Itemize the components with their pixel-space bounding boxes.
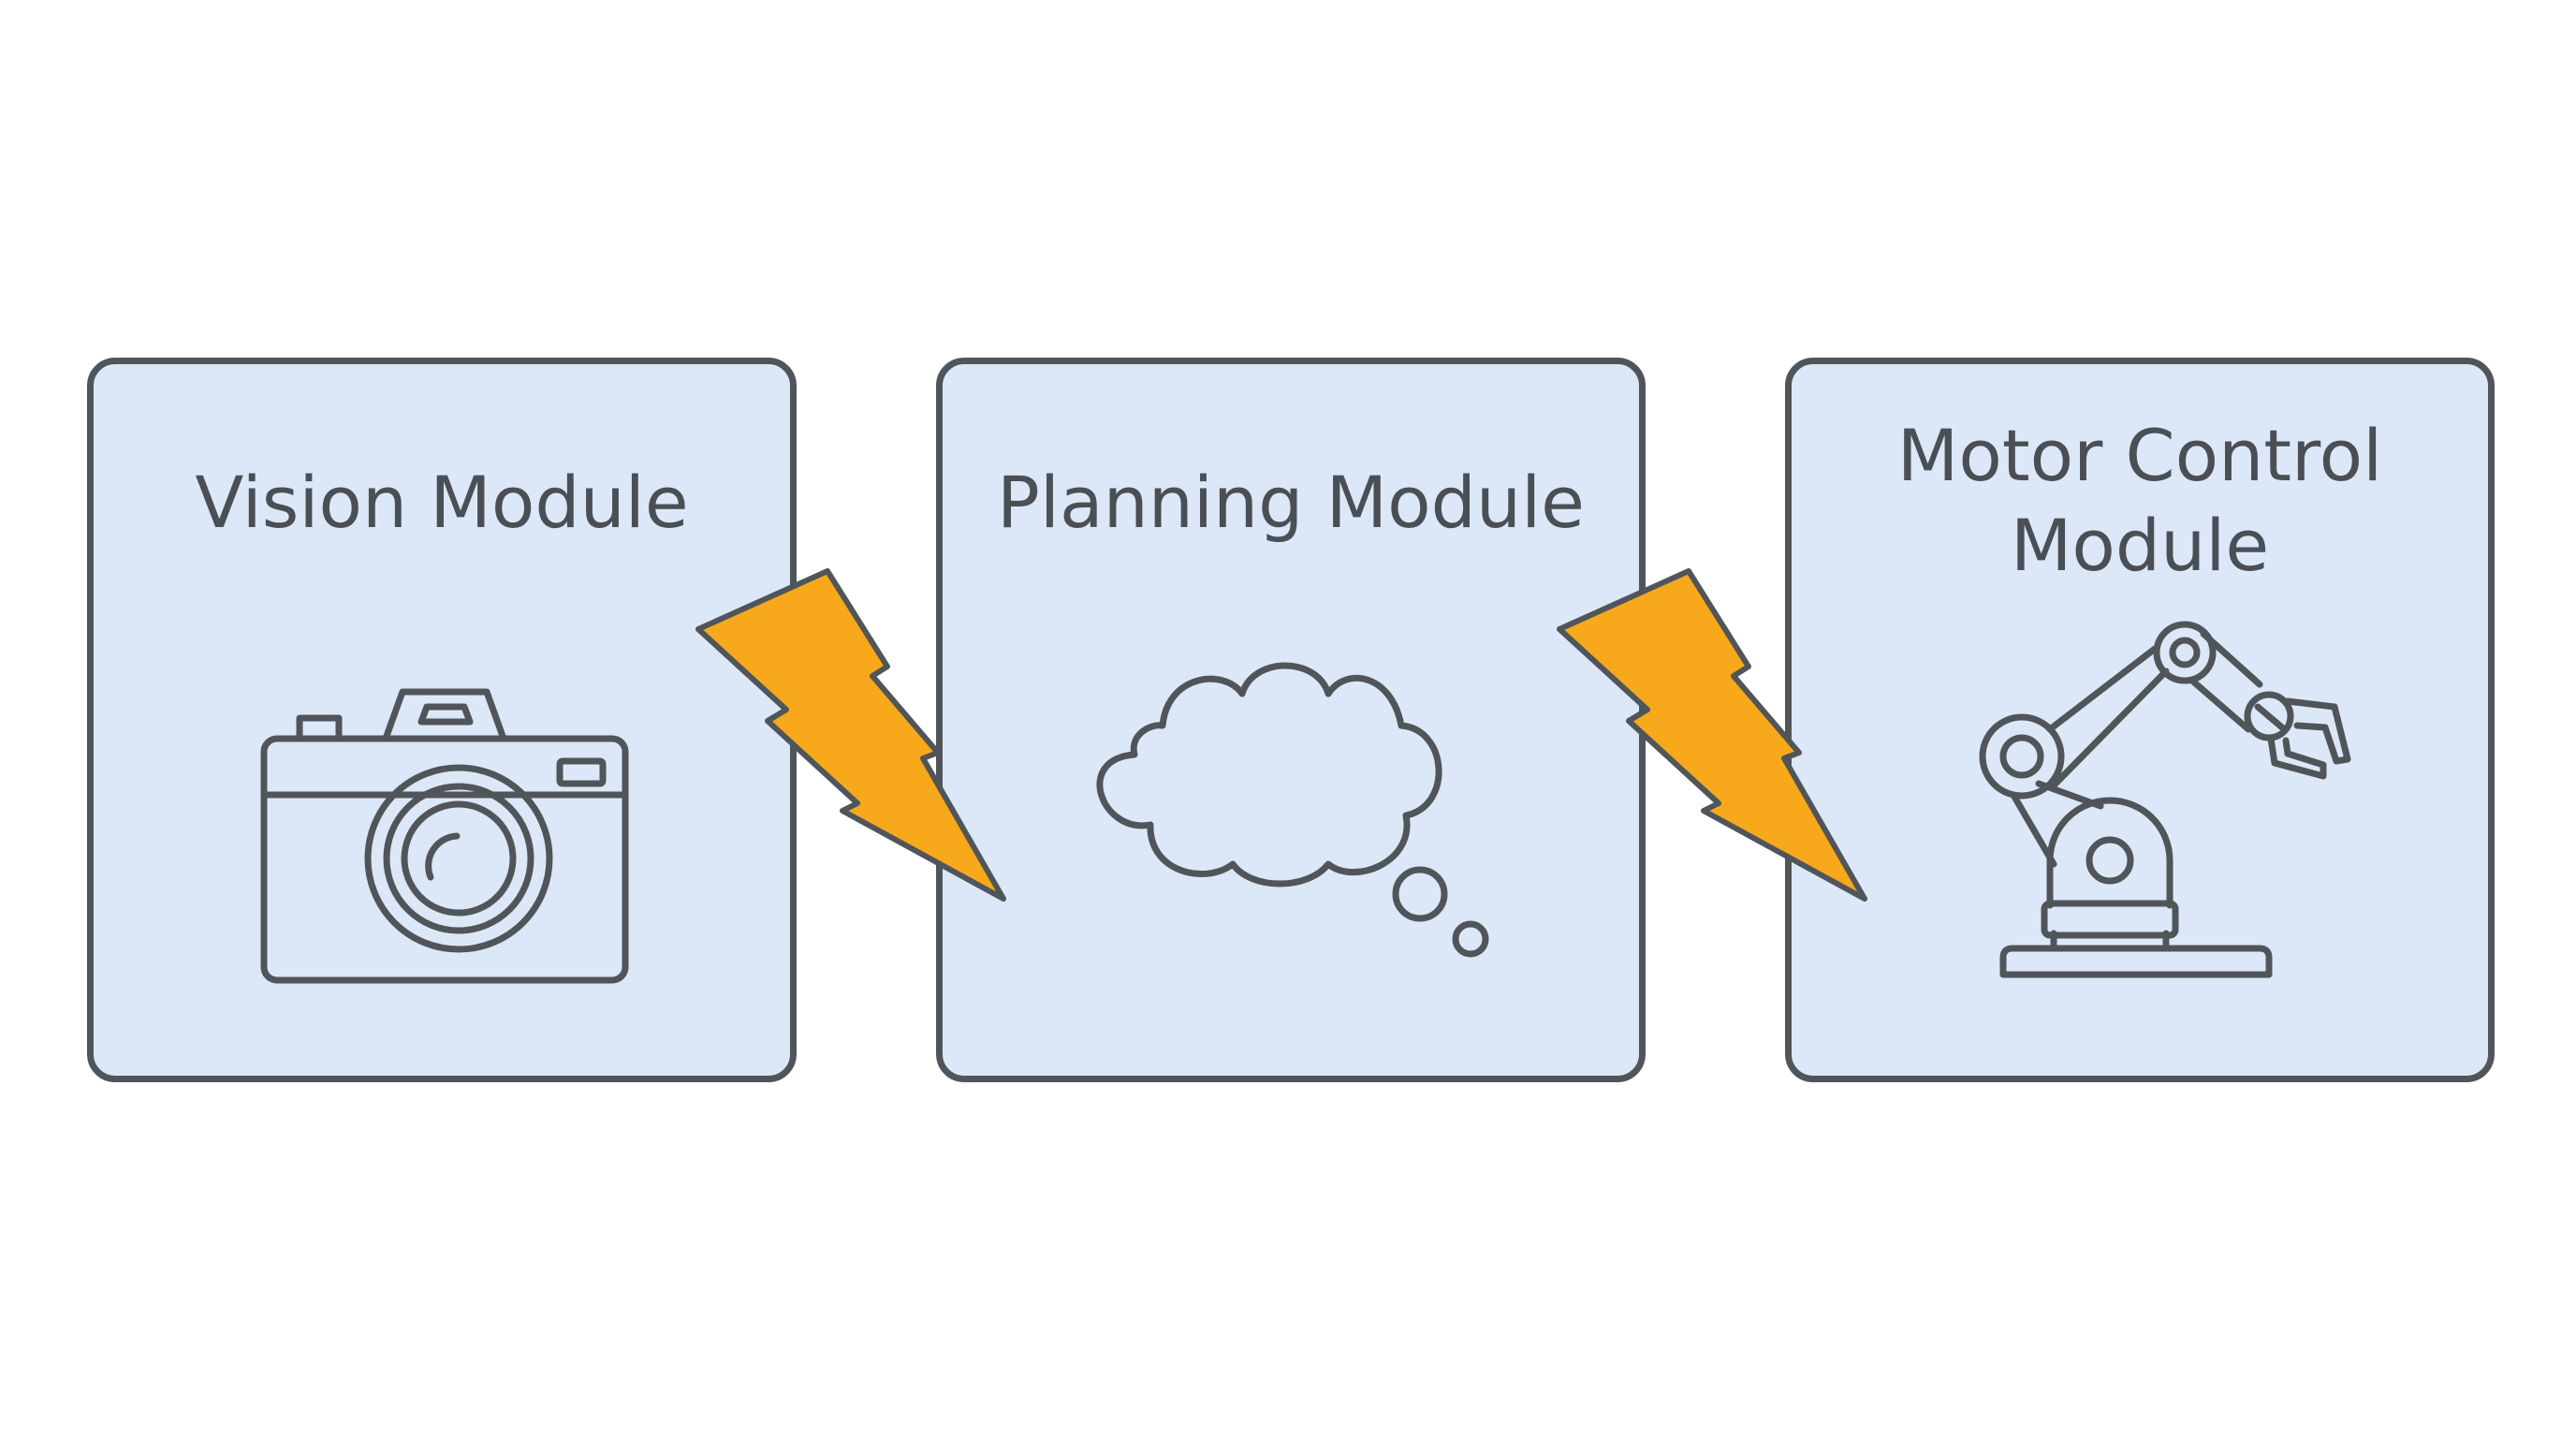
vision-module-box: Vision Module [87,358,797,1082]
thought-cloud-icon [1096,662,1489,958]
lightning-bolt-icon [695,568,1006,902]
motor-control-module-box: Motor Control Module [1785,358,2495,1082]
motor-control-module-title: Motor Control Module [1896,414,2383,587]
vision-module-title: Vision Module [195,461,689,544]
lightning-bolt-icon [1557,568,1867,902]
planning-module-title: Planning Module [997,461,1585,544]
planning-module-box: Planning Module [936,358,1646,1082]
robot-arm-icon [1979,621,2351,978]
camera-icon [260,688,629,984]
